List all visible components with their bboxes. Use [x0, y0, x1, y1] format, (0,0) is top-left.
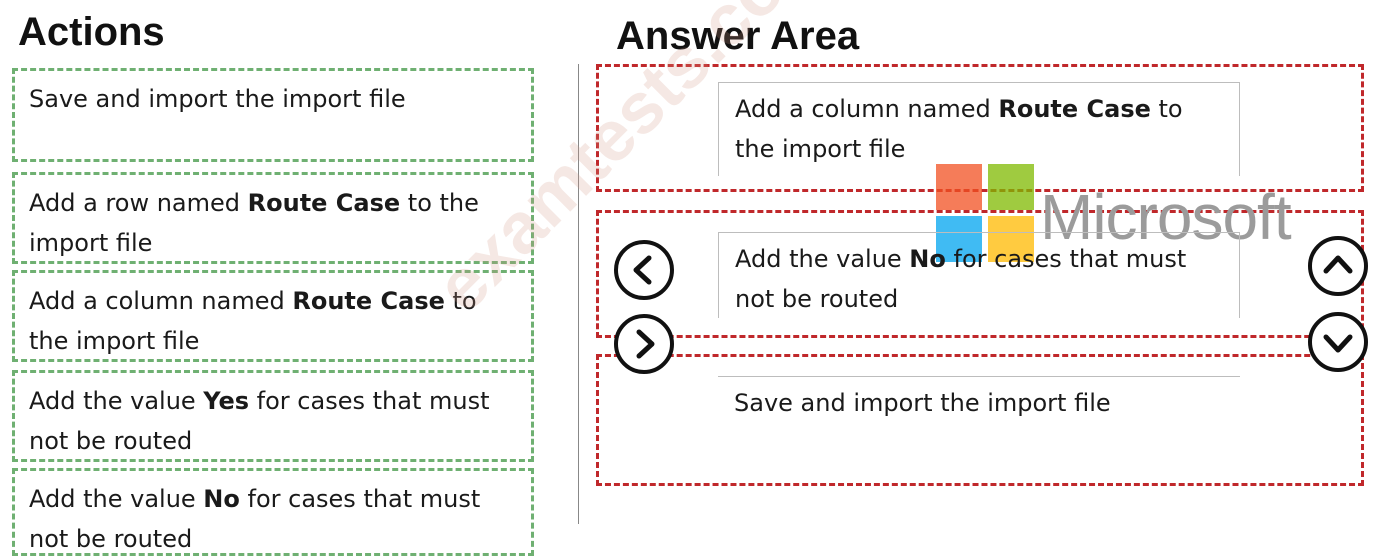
- action-item[interactable]: Add the value No for cases that must not…: [12, 468, 534, 556]
- logo-square-yellow: [988, 216, 1034, 262]
- answer-item-text: Add a column named Route Case to the imp…: [735, 95, 1183, 163]
- answer-item-text: Add the value No for cases that must not…: [735, 245, 1187, 313]
- move-down-button[interactable]: [1308, 312, 1368, 372]
- move-up-button[interactable]: [1308, 236, 1368, 296]
- answer-item[interactable]: Save and import the import file: [718, 376, 1240, 436]
- chevron-left-icon: [633, 255, 652, 285]
- column-divider: [578, 64, 579, 524]
- action-item[interactable]: Add the value Yes for cases that must no…: [12, 370, 534, 462]
- action-item[interactable]: Save and import the import file: [12, 68, 534, 162]
- action-item-text: Add a column named Route Case to the imp…: [29, 287, 477, 355]
- action-item[interactable]: Add a row named Route Case to the import…: [12, 172, 534, 264]
- action-item-text: Save and import the import file: [29, 85, 406, 113]
- answer-item[interactable]: Add the value No for cases that must not…: [718, 232, 1240, 318]
- chevron-right-icon: [636, 329, 655, 359]
- move-right-button[interactable]: [614, 314, 674, 374]
- answer-item-text: Save and import the import file: [734, 389, 1111, 417]
- action-item-text: Add the value No for cases that must not…: [29, 485, 481, 553]
- microsoft-wordmark: Microsoft: [1040, 181, 1292, 253]
- logo-square-red: [936, 164, 982, 210]
- chevron-up-icon: [1323, 255, 1353, 274]
- chevron-down-icon: [1323, 334, 1353, 353]
- move-left-button[interactable]: [614, 240, 674, 300]
- action-item-text: Add a row named Route Case to the import…: [29, 189, 479, 257]
- microsoft-logo: [936, 164, 1046, 264]
- actions-heading: Actions: [18, 10, 165, 54]
- answer-area-heading: Answer Area: [616, 14, 860, 58]
- logo-square-blue: [936, 216, 982, 262]
- action-item[interactable]: Add a column named Route Case to the imp…: [12, 270, 534, 362]
- logo-square-green: [988, 164, 1034, 210]
- answer-item[interactable]: Add a column named Route Case to the imp…: [718, 82, 1240, 176]
- action-item-text: Add the value Yes for cases that must no…: [29, 387, 490, 455]
- answer-slot[interactable]: [596, 354, 1364, 486]
